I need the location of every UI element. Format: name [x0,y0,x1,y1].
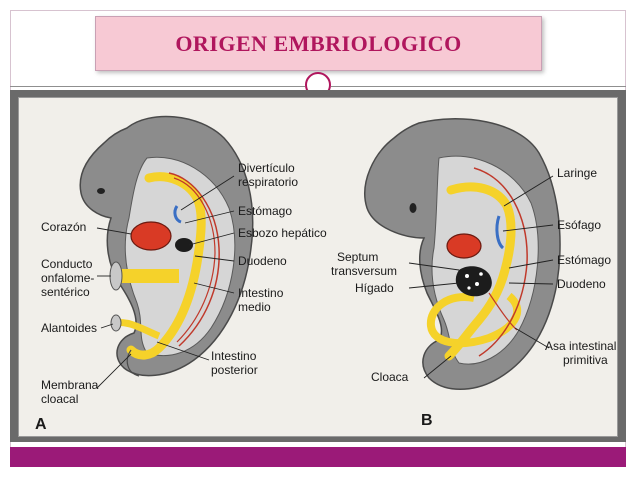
panel-b-drawing [364,118,561,390]
label-cloaca: Cloaca [371,370,409,384]
label-higado: Hígado [355,281,394,295]
label-laringe: Laringe [557,166,597,180]
bottom-accent-bar [10,447,626,467]
label-diverticulo-2: respiratorio [238,175,298,189]
panel-b-esophagus [495,215,505,250]
label-intestino-medio-1: Intestino [238,286,284,300]
label-duodeno-a: Duodeno [238,254,287,268]
figure-plate: Divertículo respiratorio Estómago Esbozo… [18,97,618,437]
panel-b-vessel-1 [473,167,528,357]
panel-a-liver-bud [175,238,193,252]
label-membrana-1: Membrana [41,378,99,392]
label-intestino-posterior-2: posterior [211,363,258,377]
label-conducto-2: onfalome- [41,271,94,285]
panel-b-liver [455,266,492,297]
panel-b-letter: B [421,412,433,429]
label-esofago: Esófago [557,218,601,232]
panel-b-vessel-2 [488,292,518,331]
divider-left [10,86,305,87]
label-alantoides: Alantoides [41,321,97,335]
label-intestino-posterior-1: Intestino [211,349,257,363]
label-septum-1: Septum [337,250,378,264]
panel-b-eye [409,203,417,213]
label-estomago-a: Estómago [238,204,292,218]
panel-b-intestinal-loop [426,292,522,348]
panel-a-yolk-stalk-end [109,261,123,291]
panel-a-leaders [96,175,235,389]
panel-b-labels: Laringe Esófago Estómago Duodeno Septum … [331,166,616,429]
panel-a-heart [130,221,172,251]
panel-b-heart [446,233,482,259]
label-septum-2: transversum [331,264,397,278]
label-asa-1: Asa intestinal [545,339,616,353]
label-duodeno-b: Duodeno [557,277,606,291]
panel-a-gut-tube [126,172,206,360]
panel-a-vessel-1 [168,172,220,347]
title-box: ORIGEN EMBRIOLOGICO [95,16,542,71]
panel-a-labels: Divertículo respiratorio Estómago Esbozo… [35,161,327,433]
panel-a-tail [126,349,140,377]
panel-a-letter: A [35,416,47,433]
label-estomago-b: Estómago [557,253,611,267]
label-esbozo: Esbozo hepático [238,226,327,240]
label-intestino-medio-2: medio [238,300,271,314]
label-membrana-2: cloacal [41,392,78,406]
slide-title: ORIGEN EMBRIOLOGICO [175,30,462,56]
panel-a-allantois-end [110,314,122,332]
label-corazon: Corazón [41,220,86,234]
panel-a-eye [97,188,105,194]
panel-a-vessel-2 [173,177,216,343]
panel-b-gut-tube [444,182,516,361]
label-conducto-3: sentérico [41,285,90,299]
panel-a-drawing [79,115,254,377]
divider-right [331,86,626,87]
label-asa-2: primitiva [563,353,608,367]
label-diverticulo-1: Divertículo [238,161,295,175]
embryo-diagram: Divertículo respiratorio Estómago Esbozo… [35,115,616,433]
panel-a-stomach [173,205,182,224]
label-conducto-1: Conducto [41,257,93,271]
panel-b-leaders [408,175,554,379]
